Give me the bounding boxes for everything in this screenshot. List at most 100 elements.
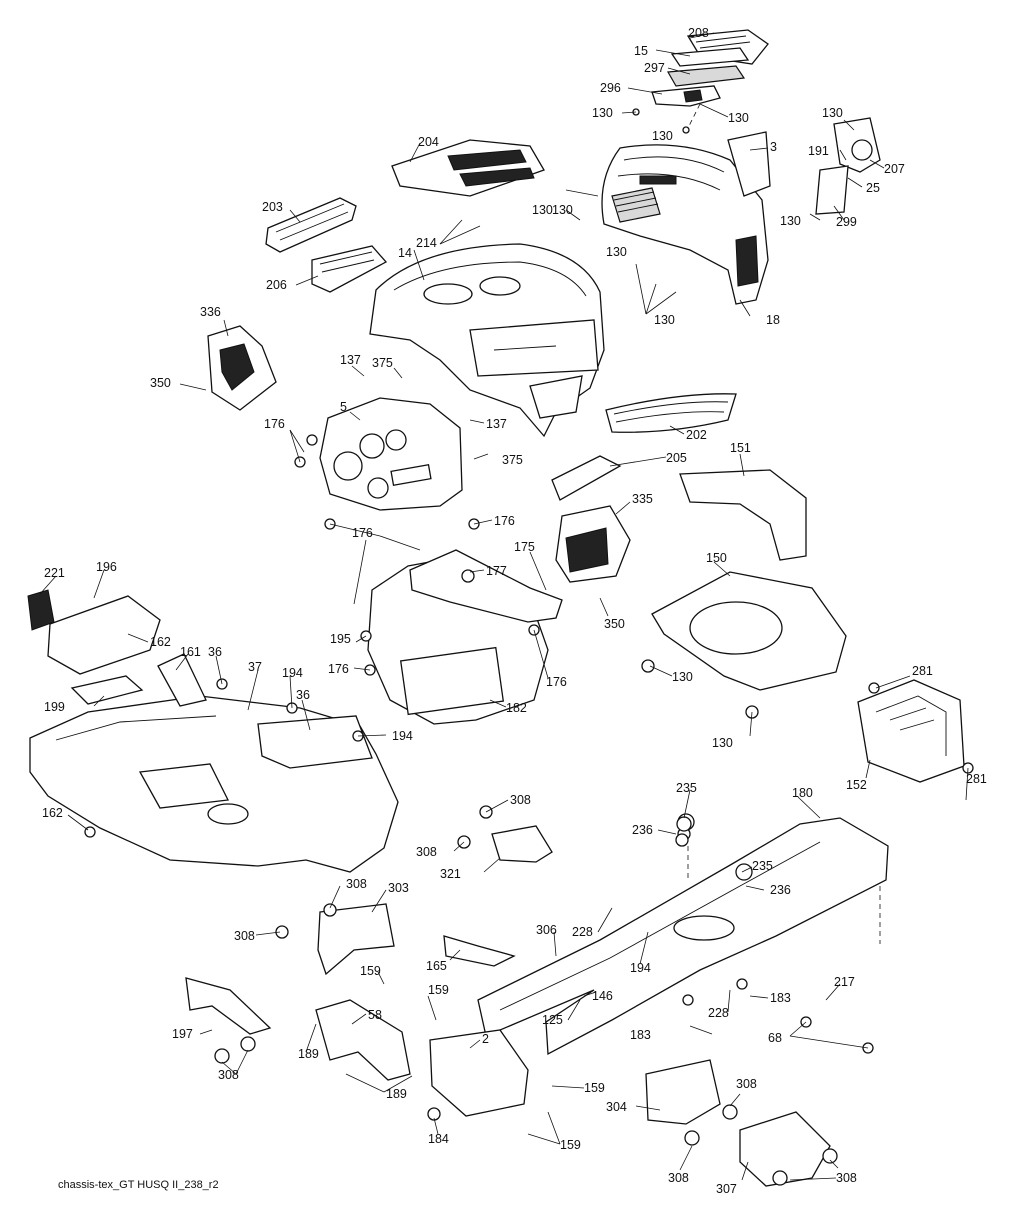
part-label: 15 [634,44,648,58]
part-label: 137 [340,353,361,367]
part-label: 308 [416,845,437,859]
part-label: 58 [368,1008,382,1022]
part-label: 162 [150,635,171,649]
lower-brackets-group [185,825,831,1187]
part-label: 195 [330,632,351,646]
part-label: 304 [606,1100,627,1114]
part-label: 177 [486,564,507,578]
part-label: 375 [372,356,393,370]
part-label: 130 [672,670,693,684]
part-label: 236 [770,883,791,897]
part-label: 303 [388,881,409,895]
part-label: 183 [630,1028,651,1042]
part-label: 296 [600,81,621,95]
part-label: 159 [428,983,449,997]
part-label: 150 [706,551,727,565]
part-label: 217 [834,975,855,989]
part-label: 159 [360,964,381,978]
part-label: 5 [340,400,347,414]
part-label: 321 [440,867,461,881]
part-label: 308 [218,1068,239,1082]
part-label: 235 [752,859,773,873]
part-label: 176 [328,662,349,676]
part-label: 208 [688,26,709,40]
part-label: 151 [730,441,751,455]
part-label: 350 [150,376,171,390]
part-label: 203 [262,200,283,214]
part-label: 130 [652,129,673,143]
part-label: 37 [248,660,262,674]
part-label: 137 [486,417,507,431]
part-label: 176 [494,514,515,528]
front-nose-group [601,117,881,305]
part-label: 202 [686,428,707,442]
part-label: 183 [770,991,791,1005]
part-label: 299 [836,215,857,229]
part-label: 236 [632,823,653,837]
part-label: 152 [846,778,867,792]
part-label: 189 [386,1087,407,1101]
part-label: 176 [264,417,285,431]
part-label: 125 [542,1013,563,1027]
part-label: 196 [96,560,117,574]
part-label: 194 [630,961,651,975]
part-label: 68 [768,1031,782,1045]
part-label: 159 [560,1138,581,1152]
part-label: 191 [808,144,829,158]
part-label: 130 [552,203,573,217]
part-label: 308 [836,1171,857,1185]
part-label: 221 [44,566,65,580]
lower-grille-group [551,393,737,583]
dash-panel-group [207,325,463,511]
diagram-caption: chassis-tex_GT HUSQ II_238_r2 [58,1179,219,1191]
part-label: 205 [666,451,687,465]
part-label: 176 [352,526,373,540]
part-label: 182 [506,701,527,715]
steering-support-group [367,549,563,725]
part-label: 204 [418,135,439,149]
part-label: 307 [716,1182,737,1196]
part-label: 207 [884,162,905,176]
part-label: 308 [346,877,367,891]
main-hood-group [369,243,605,438]
part-label: 235 [676,781,697,795]
part-label: 194 [282,666,303,680]
part-label: 175 [514,540,535,554]
part-label: 18 [766,313,780,327]
part-label: 161 [180,645,201,659]
part-label: 165 [426,959,447,973]
hood-cover-group [265,139,545,293]
part-label: 130 [822,106,843,120]
part-label: 206 [266,278,287,292]
part-label: 350 [604,617,625,631]
part-label: 130 [728,111,749,125]
part-label: 14 [398,246,412,260]
part-label: 199 [44,700,65,714]
part-label: 228 [708,1006,729,1020]
part-label: 3 [770,140,777,154]
part-label: 180 [792,786,813,800]
chassis-plates-group [651,469,965,783]
part-label: 159 [584,1081,605,1095]
part-label: 2 [482,1032,489,1046]
part-label: 130 [712,736,733,750]
fender-deck-group [27,589,399,873]
part-label: 214 [416,236,437,250]
part-label: 308 [510,793,531,807]
part-label: 146 [592,989,613,1003]
upper-grille-group [632,29,769,134]
part-label: 308 [736,1077,757,1091]
part-label: 184 [428,1132,449,1146]
part-label: 162 [42,806,63,820]
part-label: 336 [200,305,221,319]
part-label: 194 [392,729,413,743]
part-label: 130 [780,214,801,228]
part-label: 130 [606,245,627,259]
part-label: 375 [502,453,523,467]
part-label: 36 [296,688,310,702]
part-label: 297 [644,61,665,75]
part-label: 197 [172,1027,193,1041]
part-label: 176 [546,675,567,689]
part-label: 189 [298,1047,319,1061]
